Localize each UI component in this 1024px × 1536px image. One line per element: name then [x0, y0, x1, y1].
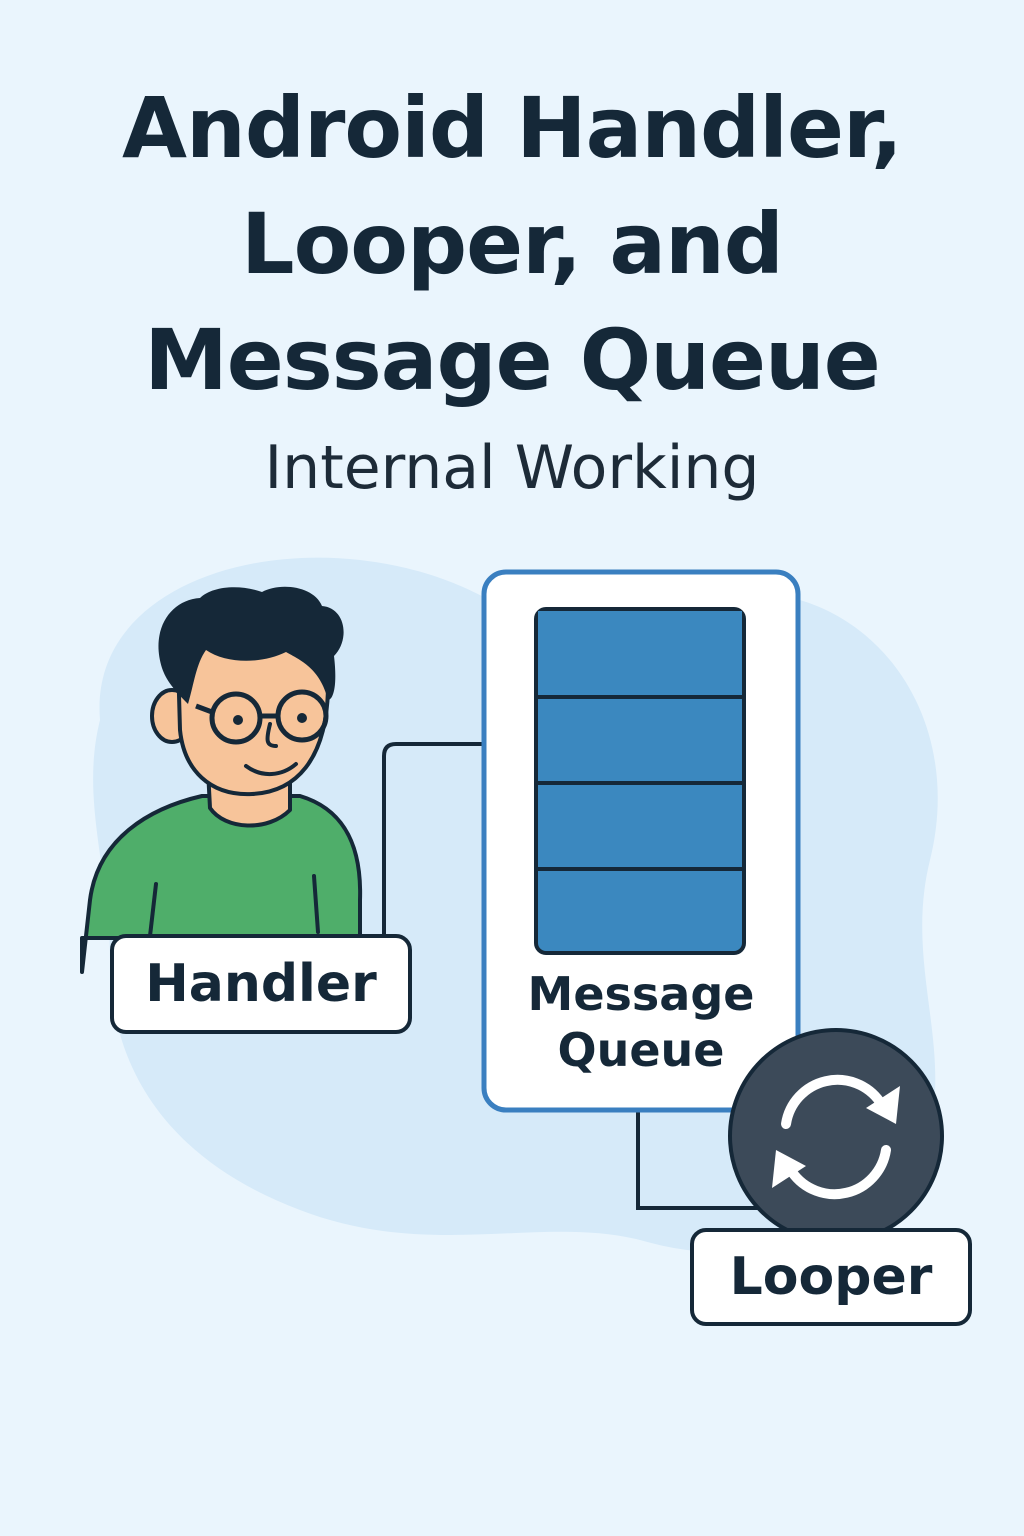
title-line-2: Looper, and	[241, 195, 784, 293]
refresh-icon	[781, 1074, 891, 1200]
handler-label: Handler	[110, 934, 412, 1034]
title-line-3: Message Queue	[144, 311, 881, 409]
handler-to-queue-connector	[382, 742, 510, 936]
message-queue-label-line-1: Message	[527, 967, 755, 1021]
message-queue-stack	[534, 607, 746, 955]
hair	[158, 586, 344, 704]
page-title: Android Handler, Looper, and Message Que…	[0, 70, 1024, 418]
page-subtitle: Internal Working	[264, 433, 760, 503]
message-queue-label: Message Queue	[484, 966, 798, 1078]
developer-character	[80, 586, 363, 974]
queue-to-looper-connector	[636, 1110, 760, 1210]
title-line-1: Android Handler,	[122, 79, 903, 177]
queue-message-slot	[538, 611, 742, 695]
message-queue-label-line-2: Queue	[557, 1023, 725, 1077]
looper-label: Looper	[690, 1228, 972, 1326]
